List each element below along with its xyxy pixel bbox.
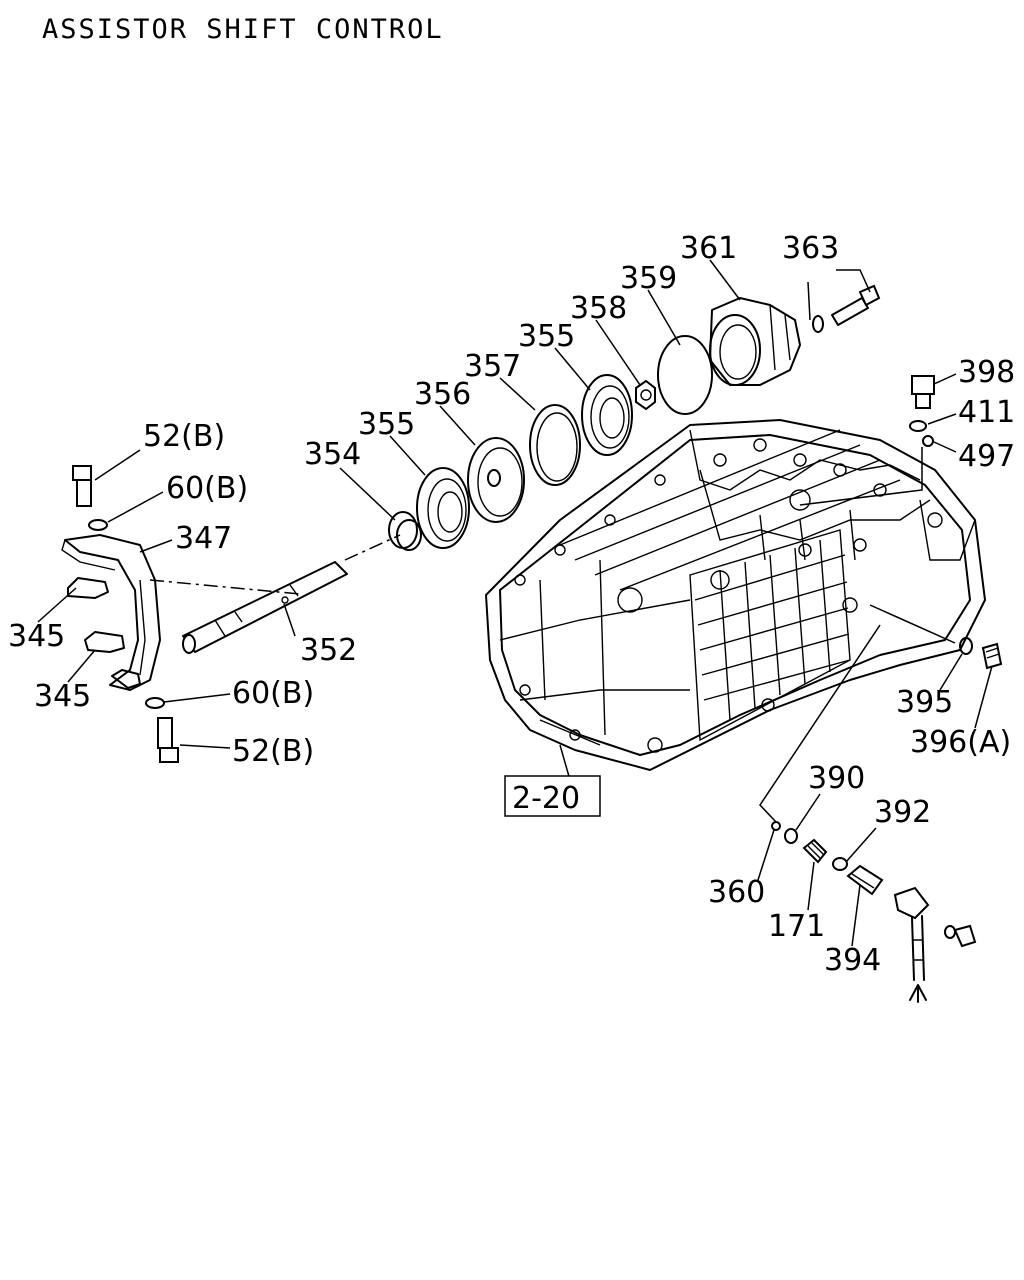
callout-396a: 396(A) <box>910 725 1011 760</box>
spacer-356 <box>467 437 525 523</box>
callout-361: 361 <box>680 231 737 266</box>
washer-363 <box>812 315 824 333</box>
axis-line-fork <box>149 579 301 595</box>
cylinder-housing-361 <box>709 297 801 386</box>
seal-354 <box>388 511 422 551</box>
connector-harness <box>893 886 977 1003</box>
callout-497: 497 <box>958 439 1015 474</box>
washer-60b-bottom <box>145 697 165 709</box>
o-ring-395 <box>959 637 973 655</box>
bolt-363 <box>831 284 881 326</box>
page-title: ASSISTOR SHIFT CONTROL <box>42 14 444 45</box>
ring-497 <box>922 435 934 447</box>
callout-360: 360 <box>708 875 765 910</box>
o-ring-359 <box>657 335 713 415</box>
callout-394: 394 <box>824 943 881 978</box>
ring-360 <box>771 821 781 831</box>
callout-398: 398 <box>958 355 1015 390</box>
axis-line-shaft <box>344 534 401 561</box>
callout-345-lower: 345 <box>34 679 91 714</box>
callout-392: 392 <box>874 795 931 830</box>
callout-355-upper: 355 <box>518 319 575 354</box>
callout-358: 358 <box>570 291 627 326</box>
callout-52b-top: 52(B) <box>143 419 225 454</box>
leader-lines <box>37 259 993 947</box>
callout-60b-bottom: 60(B) <box>232 676 314 711</box>
plug-396a <box>981 642 1003 670</box>
callout-60b-top: 60(B) <box>166 471 248 506</box>
nut-358 <box>635 379 656 411</box>
washer-60b-top <box>88 519 108 531</box>
lead-497-case <box>799 447 923 506</box>
callout-352: 352 <box>300 633 357 668</box>
callout-395: 395 <box>896 685 953 720</box>
bolt-52b-bottom <box>157 717 179 763</box>
callout-354: 354 <box>304 437 361 472</box>
callout-355-lower: 355 <box>358 407 415 442</box>
callout-411: 411 <box>958 395 1015 430</box>
callout-359: 359 <box>620 261 677 296</box>
snap-ring-357 <box>529 404 581 486</box>
o-ring-392 <box>832 857 848 871</box>
reference-label-2-20: 2-20 <box>512 781 580 816</box>
callout-390: 390 <box>808 761 865 796</box>
callout-363: 363 <box>782 231 839 266</box>
lead-395-case <box>869 604 956 644</box>
callout-labels: 361 363 359 358 355 357 356 355 354 398 … <box>8 231 1015 978</box>
o-ring-390 <box>784 828 798 844</box>
bolt-52b-top <box>72 465 92 507</box>
callout-347: 347 <box>175 521 232 556</box>
reference-box-2-20: 2-20 <box>504 775 601 817</box>
callout-356: 356 <box>414 377 471 412</box>
callout-52b-bottom: 52(B) <box>232 734 314 769</box>
shift-pad-345-lower-2 <box>111 669 141 689</box>
piston-355-lower <box>416 467 470 549</box>
switch-171 <box>802 838 828 864</box>
lead-360-case <box>759 624 881 823</box>
transmission-case <box>485 419 986 771</box>
callout-171: 171 <box>768 909 825 944</box>
callout-345-upper: 345 <box>8 619 65 654</box>
shift-shaft-352 <box>182 561 348 654</box>
switch-394 <box>846 864 884 896</box>
shift-pad-345-lower <box>84 631 125 653</box>
plug-398 <box>911 375 935 409</box>
o-ring-411 <box>909 420 927 432</box>
shift-fork-347 <box>61 534 161 691</box>
callout-357: 357 <box>464 349 521 384</box>
shift-pad-345-upper <box>67 577 109 599</box>
piston-355-upper <box>581 374 633 456</box>
